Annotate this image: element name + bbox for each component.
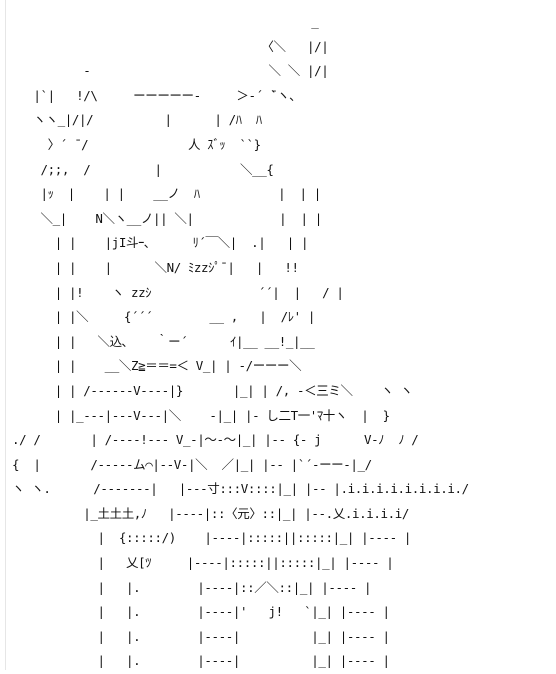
art-line: | |. |----|' j! `|_| |---- |	[12, 604, 391, 620]
art-line: ./ / | /----!--- V_-|〜-〜|_| |-- {- j V-ﾉ…	[12, 432, 419, 448]
art-line: | |! ヽ zzｼ ´´| | / |	[12, 284, 344, 300]
left-divider	[5, 0, 6, 670]
art-line: { | /-----ム⌒|--V-|＼ ／|_| |-- |`´-ーー-|_/	[12, 456, 372, 472]
art-line: _	[12, 14, 319, 29]
ascii-art: _ 〈＼ |/| - ＼ ＼ |/| |`| !/\ ーーーーー- ＞‐´ ̄`…	[12, 10, 469, 674]
art-line: |`| !/\ ーーーーー- ＞‐´ ̄`ヽ、	[12, 87, 302, 103]
art-line: | | ＼込､ ｀ー´ ｲ|__ __!_|__	[12, 333, 315, 349]
art-line: | {:::::/) |----|:::::||:::::|_| |---- |	[12, 530, 412, 546]
art-line: /;;, / | ＼__{	[12, 161, 274, 177]
art-line: 〈＼ |/|	[12, 38, 329, 54]
art-line: |_土土土,ﾉ |----|::〈元〉::|_| |--.乂.i.i.i.i/	[12, 505, 409, 521]
art-line: | |＼ {´´´ __ , | /ﾚ' |	[12, 309, 316, 325]
art-line: | |. |----|::／＼::|_| |---- |	[12, 579, 372, 595]
art-line: 〉´ ̄ / 人 ｽﾞｯ ``}	[12, 136, 262, 152]
art-line: |ｯ | | | __ノ ﾊ | | |	[12, 186, 322, 202]
art-line: | |. |----| |_| |---- |	[12, 628, 391, 644]
art-line: | | __＼Z≧＝＝=＜ V_| | -/ーーー＼	[12, 358, 302, 374]
art-line: | 乂[ﾂ |----|:::::||:::::|_| |---- |	[12, 555, 394, 571]
art-line: - ＼ ＼ |/|	[12, 63, 329, 79]
art-line: | | |jI斗ｰ､ ﾘ´￣＼| .| | |	[12, 235, 309, 251]
art-line: ヽヽ_|/|/ | | /ﾊ ﾊ	[12, 112, 262, 128]
art-line: | | /------V----|} |_| | /, -＜三ミ＼ ヽ ヽ	[12, 382, 413, 398]
art-line: ヽ ヽ. /-------| |---寸:::V::::|_| |-- |.i.…	[12, 481, 469, 497]
art-line: | |. |----| |_| |---- |	[12, 653, 391, 669]
art-line: ＼_| N＼ヽ__ノ|| ＼| | | |	[12, 210, 323, 226]
art-line: | | | ＼N/ ﾐzzｼﾟ¯| | !!	[12, 259, 299, 275]
art-line: | |_---|---V---|＼ -|_| |- し二T一'ﾏ十ヽ | }	[12, 407, 390, 423]
